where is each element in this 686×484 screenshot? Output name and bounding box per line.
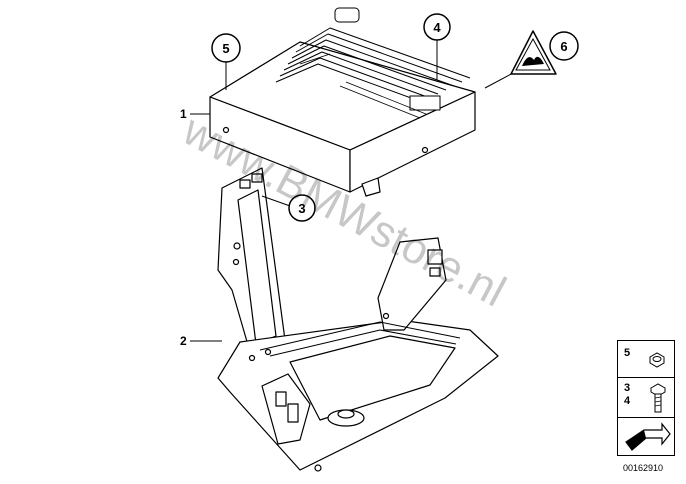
svg-text:6: 6 xyxy=(560,39,567,54)
legend-label-4: 4 xyxy=(624,395,631,407)
arrow-icon xyxy=(625,422,671,451)
warning-label-icon xyxy=(510,30,557,75)
nut-icon xyxy=(649,352,665,368)
legend-cell-arrow xyxy=(617,418,675,456)
svg-text:3: 3 xyxy=(298,201,305,216)
svg-text:5: 5 xyxy=(222,41,229,56)
label-part-1: 1 xyxy=(180,107,187,121)
svg-text:4: 4 xyxy=(433,20,441,35)
legend-cell-nut: 5 xyxy=(617,340,675,378)
fastener-legend: 5 3 4 xyxy=(617,340,675,456)
screw-icon xyxy=(650,383,666,413)
callout-4: 4 xyxy=(423,13,451,41)
legend-label-3: 3 xyxy=(624,382,631,394)
mounting-bracket xyxy=(217,167,499,472)
legend-label-5: 5 xyxy=(624,347,631,359)
callout-3: 3 xyxy=(288,194,316,222)
callout-5: 5 xyxy=(211,33,241,63)
label-part-2: 2 xyxy=(180,334,187,348)
amplifier-unit xyxy=(209,7,476,197)
diagram-reference-number: 00162910 xyxy=(623,463,664,473)
callout-6: 6 xyxy=(549,31,579,61)
legend-cell-screw: 3 4 xyxy=(617,378,675,418)
